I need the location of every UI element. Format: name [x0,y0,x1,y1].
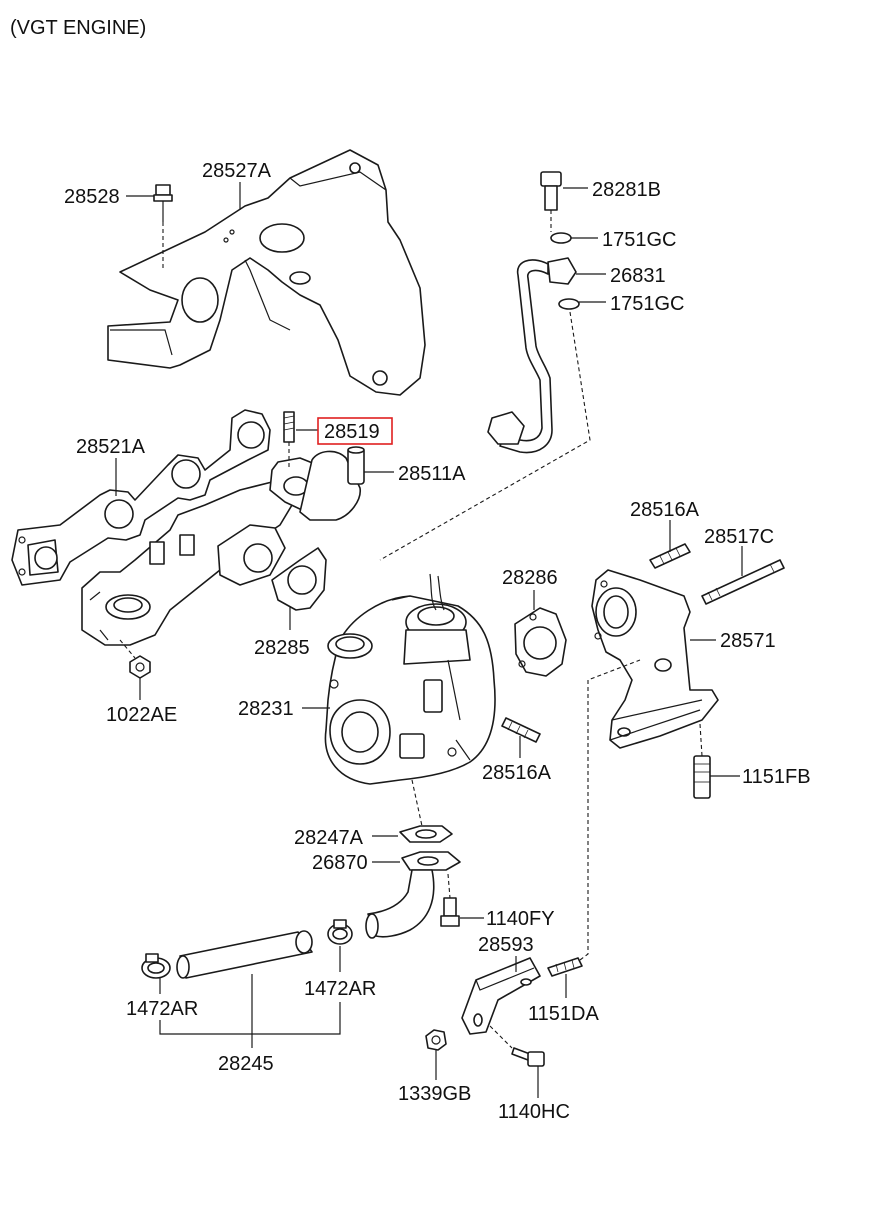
diagram-title: (VGT ENGINE) [10,17,146,39]
label-1151fb[interactable]: 1151FB [742,766,811,788]
label-28521a[interactable]: 28521A [76,436,146,458]
outlet-gasket-part [514,607,567,677]
oil-drain-pipe-part [365,851,461,939]
label-1472ar-left[interactable]: 1472AR [126,998,198,1020]
label-28516a-bottom[interactable]: 28516A [482,762,552,784]
exhaust-gasket-part [11,409,271,586]
label-26870[interactable]: 26870 [312,852,368,874]
label-28527a[interactable]: 28527A [202,160,272,182]
label-28285[interactable]: 28285 [254,637,310,659]
label-1151da[interactable]: 1151DA [528,1003,599,1025]
stud-28517c-part [701,559,785,605]
label-28528[interactable]: 28528 [64,186,120,208]
nut-1022ae-part [119,639,151,679]
stud-28516a-top-part [649,543,691,569]
label-28247a[interactable]: 28247A [294,827,364,849]
highlight-box-28519 [317,417,393,445]
leader-lines [115,182,743,1098]
label-28519[interactable]: 28519 [324,421,380,443]
stud-1151fb-part [693,723,711,799]
turbo-inlet-gasket-part [271,547,327,611]
label-28593[interactable]: 28593 [478,934,534,956]
label-1751gc-lower[interactable]: 1751GC [610,293,685,315]
label-28516a-top[interactable]: 28516A [630,499,700,521]
label-1140fy[interactable]: 1140FY [486,908,555,930]
label-1140hc[interactable]: 1140HC [498,1101,570,1123]
nut-1339gb-part [425,1029,447,1051]
part-labels: 28528 28527A 28281B 1751GC 26831 1751GC … [64,160,811,1123]
label-28281b[interactable]: 28281B [592,179,661,201]
drain-gasket-part [399,825,453,843]
label-1339gb[interactable]: 1339GB [398,1083,471,1105]
oil-feed-guide-line [379,311,591,561]
label-28286[interactable]: 28286 [502,567,558,589]
stud-1151da-part [547,659,641,977]
label-28245[interactable]: 28245 [218,1053,274,1075]
label-1472ar-right[interactable]: 1472AR [304,978,376,1000]
intake-hose-part [176,930,313,979]
label-28511a[interactable]: 28511A [398,463,466,485]
hose-clamp-right-part [327,919,353,945]
exhaust-manifold-part [81,469,301,646]
turbocharger-part [324,573,496,827]
label-26831[interactable]: 26831 [610,265,666,287]
oil-feed-pipe-part [487,171,580,454]
bracket-28593-part [461,957,541,1035]
label-28517c[interactable]: 28517C [704,526,774,548]
manifold-outlet-part [269,446,365,521]
label-1022ae[interactable]: 1022AE [106,704,177,726]
bolt-28528-part [153,184,173,268]
label-28571[interactable]: 28571 [720,630,776,652]
label-1751gc-upper[interactable]: 1751GC [602,229,677,251]
stud-28519-part [283,411,295,470]
heat-shield-part [107,149,426,396]
label-28231[interactable]: 28231 [238,698,294,720]
bolt-1140fy-part [440,873,460,927]
exhaust-elbow-part [591,569,719,749]
stud-28516a-bottom-part [501,717,541,743]
bolt-1140hc-part [489,1025,545,1067]
hose-clamp-left-part [141,953,171,979]
